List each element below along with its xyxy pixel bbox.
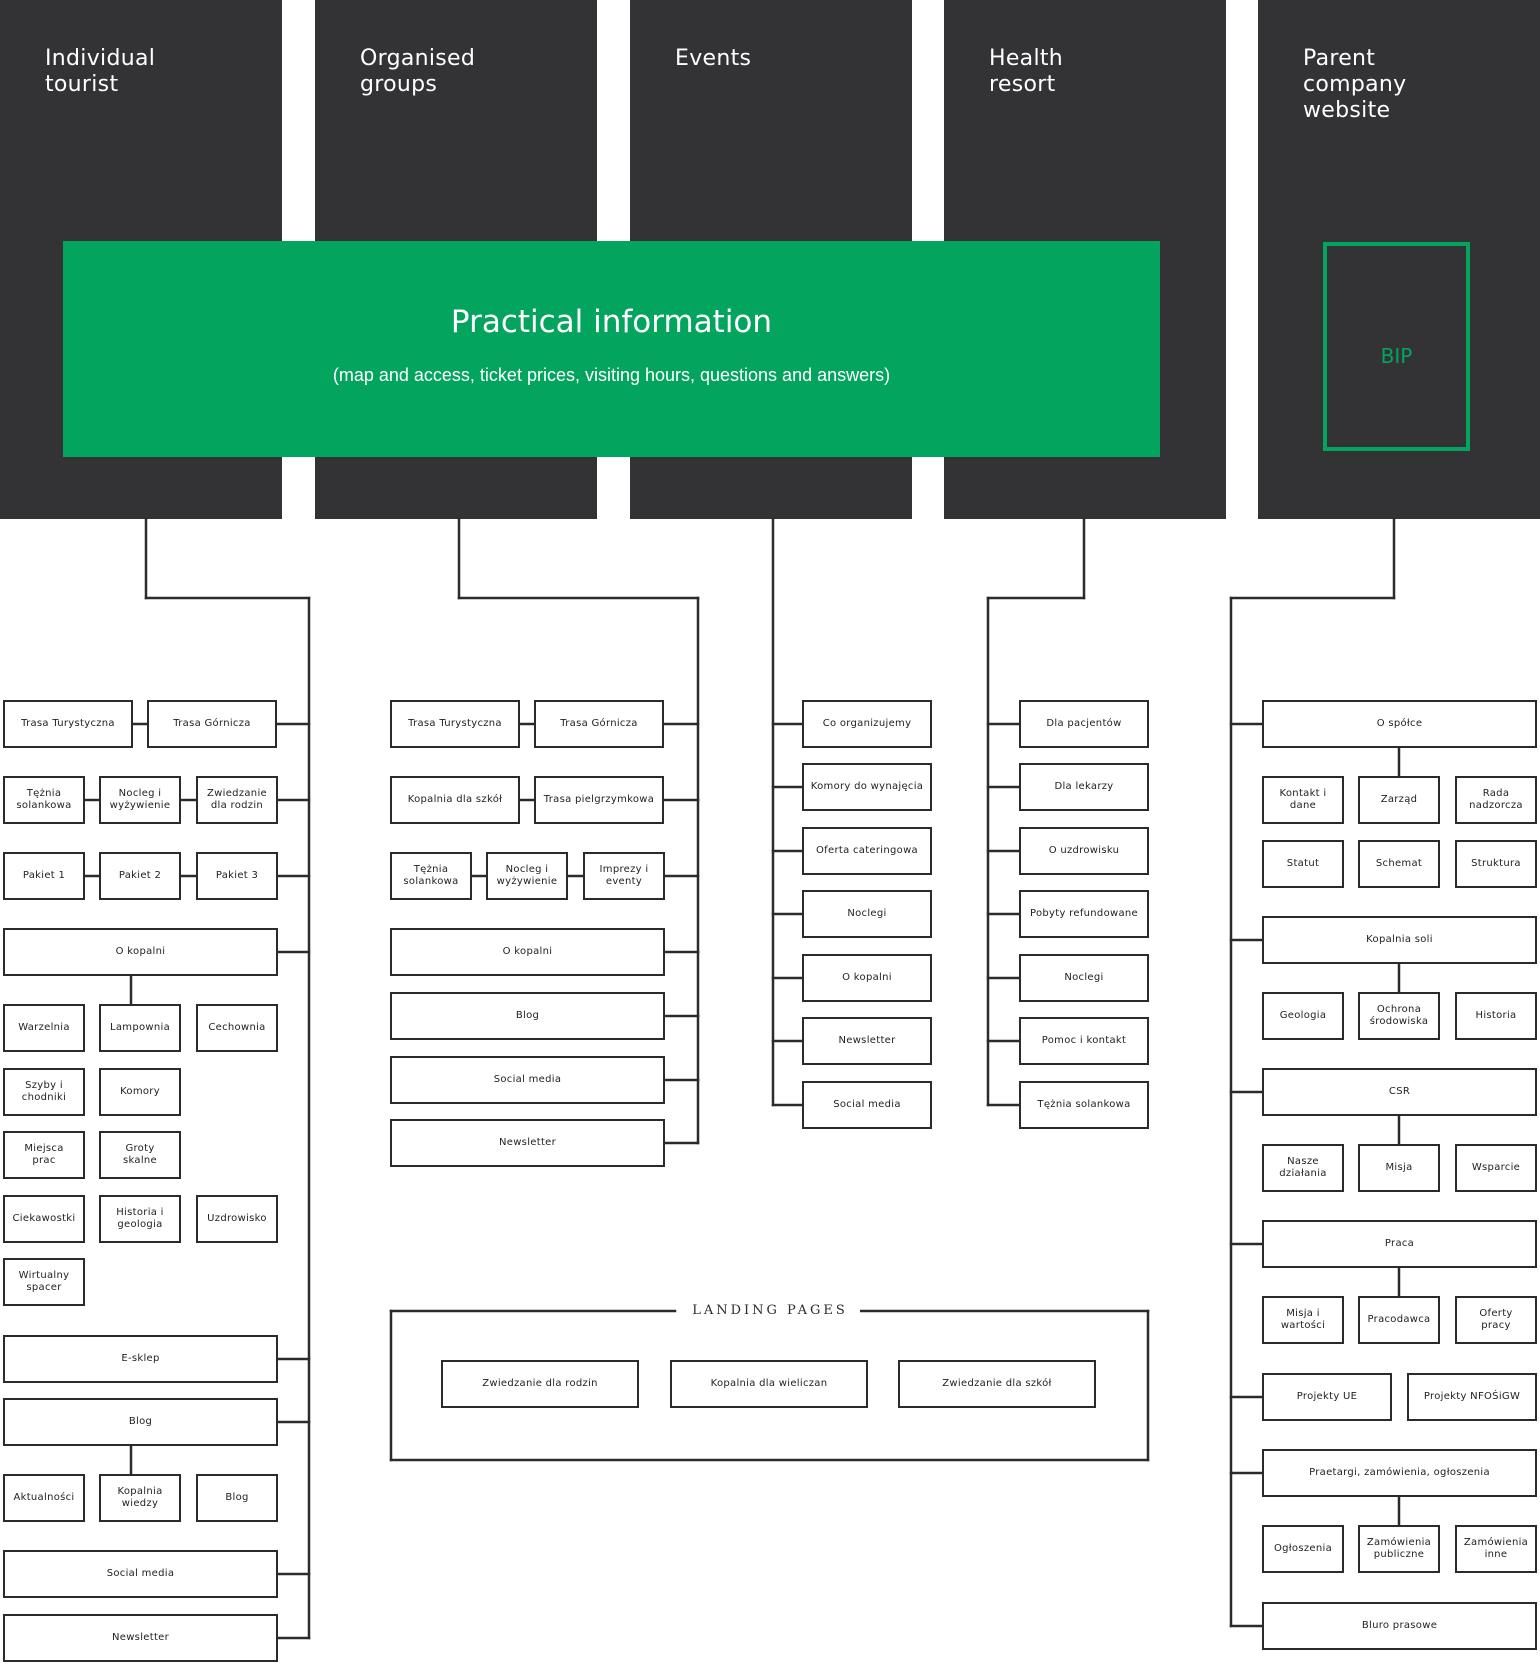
individual-node-komory: Komory xyxy=(99,1068,181,1116)
parent-node-geologia: Geologia xyxy=(1262,992,1344,1040)
parent-node-pracodawca: Pracodawca xyxy=(1358,1296,1440,1344)
individual-node-trasa-turystyczna: Trasa Turystyczna xyxy=(3,700,133,748)
events-node-o-kopalni: O kopalni xyxy=(802,954,932,1002)
individual-node-newsletter: Newsletter xyxy=(3,1614,278,1662)
parent-node-zarząd: Zarząd xyxy=(1358,776,1440,824)
groups-node-kopalnia-dla-szkół: Kopalnia dla szkół xyxy=(390,776,520,824)
landing-page-kopalnia-dla-wieliczan: Kopalnia dla wieliczan xyxy=(670,1360,868,1408)
parent-node-historia: Historia xyxy=(1455,992,1537,1040)
landing-page-zwiedzanie-dla-szkół: Zwiedzanie dla szkół xyxy=(898,1360,1096,1408)
parent-node-zamówienia-publiczne: Zamówienia publiczne xyxy=(1358,1525,1440,1573)
events-node-oferta-cateringowa: Oferta cateringowa xyxy=(802,827,932,875)
individual-node-uzdrowisko: Uzdrowisko xyxy=(196,1195,278,1243)
health-node-dla-pacjentów: Dla pacjentów xyxy=(1019,700,1149,748)
individual-node-nocleg-i-wyżywienie: Nocleg i wyżywienie xyxy=(99,776,181,824)
groups-node-nocleg-i-wyżywienie: Nocleg i wyżywienie xyxy=(486,852,568,900)
health-node-dla-lekarzy: Dla lekarzy xyxy=(1019,763,1149,811)
parent-node-nasze-działania: Nasze działania xyxy=(1262,1144,1344,1192)
groups-node-trasa-turystyczna: Trasa Turystyczna xyxy=(390,700,520,748)
groups-node-blog: Blog xyxy=(390,992,665,1040)
individual-node-historia-i-geologia: Historia i geologia xyxy=(99,1195,181,1243)
groups-node-trasa-górnicza: Trasa Górnicza xyxy=(534,700,664,748)
parent-node-struktura: Struktura xyxy=(1455,840,1537,888)
events-node-social-media: Social media xyxy=(802,1081,932,1129)
health-node-o-uzdrowisku: O uzdrowisku xyxy=(1019,827,1149,875)
parent-node-misja-i-wartości: Misja i wartości xyxy=(1262,1296,1344,1344)
individual-node-blog: Blog xyxy=(3,1398,278,1446)
events-node-noclegi: Noclegi xyxy=(802,890,932,938)
parent-node-statut: Statut xyxy=(1262,840,1344,888)
groups-node-social-media: Social media xyxy=(390,1056,665,1104)
groups-node-newsletter: Newsletter xyxy=(390,1119,665,1167)
individual-node-o-kopalni: O kopalni xyxy=(3,928,278,976)
groups-node-imprezy-i-eventy: Imprezy i eventy xyxy=(583,852,665,900)
parent-node-kopalnia-soli: Kopalnia soli xyxy=(1262,916,1537,964)
health-node-noclegi: Noclegi xyxy=(1019,954,1149,1002)
individual-node-warzelnia: Warzelnia xyxy=(3,1004,85,1052)
individual-node-ciekawostki: Ciekawostki xyxy=(3,1195,85,1243)
individual-node-social-media: Social media xyxy=(3,1550,278,1598)
parent-node-zamówienia-inne: Zamówienia inne xyxy=(1455,1525,1537,1573)
parent-node-praca: Praca xyxy=(1262,1220,1537,1268)
parent-node-ogłoszenia: Ogłoszenia xyxy=(1262,1525,1344,1573)
individual-node-e-sklep: E-sklep xyxy=(3,1335,278,1383)
groups-node-trasa-pielgrzymkowa: Trasa pielgrzymkowa xyxy=(534,776,664,824)
individual-node-wirtualny-spacer: Wirtualny spacer xyxy=(3,1258,85,1306)
column-title: Events xyxy=(675,46,752,71)
bip-box: BIP xyxy=(1323,242,1470,451)
individual-node-cechownia: Cechownia xyxy=(196,1004,278,1052)
individual-node-groty-skalne: Groty skalne xyxy=(99,1131,181,1179)
individual-node-pakiet-3: Pakiet 3 xyxy=(196,852,278,900)
parent-node-kontakt-i-dane: Kontakt i dane xyxy=(1262,776,1344,824)
individual-node-blog: Blog xyxy=(196,1474,278,1522)
practical-title: Practical information xyxy=(450,304,773,340)
parent-node-oferty-pracy: Oferty pracy xyxy=(1455,1296,1537,1344)
individual-node-kopalnia-wiedzy: Kopalnia wiedzy xyxy=(99,1474,181,1522)
events-node-newsletter: Newsletter xyxy=(802,1017,932,1065)
events-node-komory-do-wynajęcia: Komory do wynajęcia xyxy=(802,763,932,811)
landing-pages-title: LANDING PAGES xyxy=(680,1300,860,1322)
parent-node-csr: CSR xyxy=(1262,1068,1537,1116)
parent-node-praetargi-zamówienia-ogłoszenia: Praetargi, zamówienia, ogłoszenia xyxy=(1262,1449,1537,1497)
practical-subtitle: (map and access, ticket prices, visiting… xyxy=(332,365,891,385)
individual-node-pakiet-1: Pakiet 1 xyxy=(3,852,85,900)
individual-node-zwiedzanie-dla-rodzin: Zwiedzanie dla rodzin xyxy=(196,776,278,824)
parent-node-bluro-prasowe: Bluro prasowe xyxy=(1262,1602,1537,1650)
parent-node-misja: Misja xyxy=(1358,1144,1440,1192)
parent-node-wsparcie: Wsparcie xyxy=(1455,1144,1537,1192)
events-node-co-organizujemy: Co organizujemy xyxy=(802,700,932,748)
health-node-pomoc-i-kontakt: Pomoc i kontakt xyxy=(1019,1017,1149,1065)
groups-node-o-kopalni: O kopalni xyxy=(390,928,665,976)
parent-node-projekty-ue: Projekty UE xyxy=(1262,1373,1392,1421)
parent-node-rada-nadzorcza: Rada nadzorcza xyxy=(1455,776,1537,824)
individual-node-tężnia-solankowa: Tężnia solankowa xyxy=(3,776,85,824)
individual-node-pakiet-2: Pakiet 2 xyxy=(99,852,181,900)
health-node-tężnia-solankowa: Tężnia solankowa xyxy=(1019,1081,1149,1129)
individual-node-miejsca-prac: Miejsca prac xyxy=(3,1131,85,1179)
parent-node-projekty-nfośigw: Projekty NFOŚiGW xyxy=(1407,1373,1537,1421)
individual-node-aktualności: Aktualności xyxy=(3,1474,85,1522)
individual-node-lampownia: Lampownia xyxy=(99,1004,181,1052)
parent-node-o-spółce: O spółce xyxy=(1262,700,1537,748)
parent-node-ochrona-środowiska: Ochrona środowiska xyxy=(1358,992,1440,1040)
parent-node-schemat: Schemat xyxy=(1358,840,1440,888)
health-node-pobyty-refundowane: Pobyty refundowane xyxy=(1019,890,1149,938)
landing-page-zwiedzanie-dla-rodzin: Zwiedzanie dla rodzin xyxy=(441,1360,639,1408)
individual-node-szyby-i-chodniki: Szyby i chodniki xyxy=(3,1068,85,1116)
bip-label: BIP xyxy=(1380,344,1413,368)
groups-node-tężnia-solankowa: Tężnia solankowa xyxy=(390,852,472,900)
practical-information-band: Practical information (map and access, t… xyxy=(63,241,1160,457)
individual-node-trasa-górnicza: Trasa Górnicza xyxy=(147,700,277,748)
